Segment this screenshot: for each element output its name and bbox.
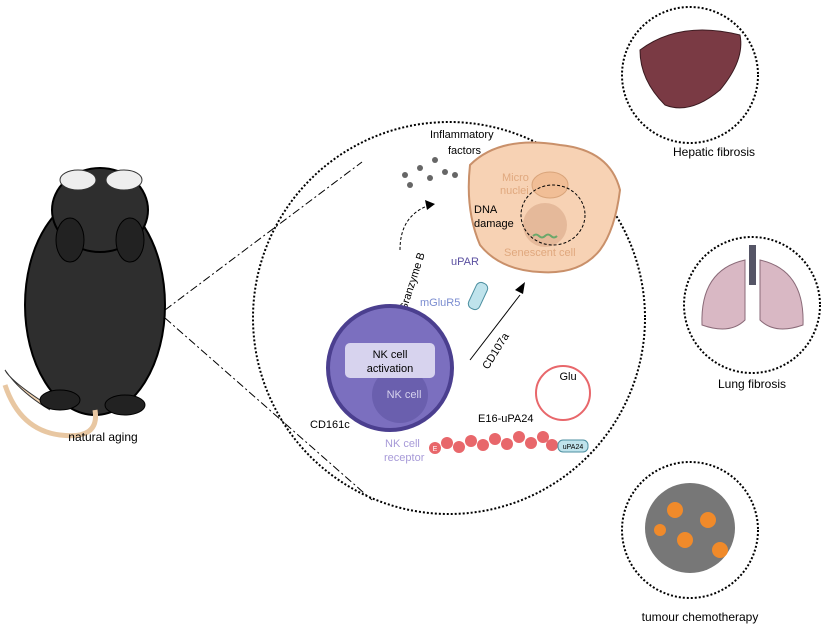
- arrow-cd107a: [469, 294, 521, 361]
- nk-cell: [326, 304, 454, 432]
- e16-upa24-label: E16-uPA24: [478, 413, 533, 425]
- lung-fibrosis-label: Lung fibrosis: [718, 377, 786, 391]
- senescent-cell-label: Senescent cell: [504, 247, 576, 259]
- nk-receptor-label-1: NK cell: [385, 438, 420, 450]
- dna-icon: [532, 233, 558, 239]
- tumour-icon: [645, 483, 735, 573]
- hepatic-circle: [621, 6, 759, 144]
- micro-label-1: Micro: [502, 172, 529, 184]
- e16-chain: [429, 431, 558, 454]
- glu-structure: [535, 365, 591, 421]
- cd107a-label: CD107a: [480, 330, 512, 371]
- nk-receptor-label-2: receptor: [384, 452, 425, 464]
- nk-cell-label: NK cell: [387, 389, 422, 401]
- upa24-label: uPA24: [563, 444, 584, 451]
- inflammatory-label-1: Inflammatory: [430, 129, 494, 141]
- inflammatory-particles: [402, 157, 458, 188]
- upa24-tag: [467, 281, 489, 311]
- zoom-line-bottom: [164, 317, 373, 501]
- nk-activation-label-2: activation: [367, 363, 413, 375]
- lung-circle: [683, 236, 821, 374]
- glu-label: Glu: [559, 371, 576, 383]
- mouse-illustration: [2, 167, 166, 439]
- zoom-line-top: [164, 161, 363, 311]
- hepatic-fibrosis-label: Hepatic fibrosis: [673, 145, 755, 159]
- mglur5-label: mGluR5: [420, 297, 460, 309]
- dna-label-2: damage: [474, 218, 514, 230]
- upar-label: uPAR: [451, 256, 479, 268]
- tumour-circle: [621, 461, 759, 599]
- arrow-head: [515, 282, 525, 294]
- arrow-granzyme: [399, 204, 431, 251]
- cd161c-label: CD161c: [310, 419, 350, 431]
- zoom-circle: [252, 121, 646, 515]
- nk-activation-label-1: NK cell: [373, 349, 408, 361]
- tumour-chemotherapy-label: tumour chemotherapy: [642, 610, 759, 624]
- e-bead-label: E: [433, 446, 438, 453]
- arrow-head: [425, 200, 435, 210]
- upa24-tag: [557, 439, 589, 453]
- lungs-icon: [701, 245, 804, 330]
- dna-label-1: DNA: [474, 204, 498, 216]
- senescent-cell: [467, 141, 622, 274]
- micro-label-2: nuclei: [500, 185, 529, 197]
- natural-aging-label: natural aging: [68, 430, 137, 444]
- liver-icon: [639, 29, 742, 109]
- inflammatory-label-2: factors: [448, 145, 482, 157]
